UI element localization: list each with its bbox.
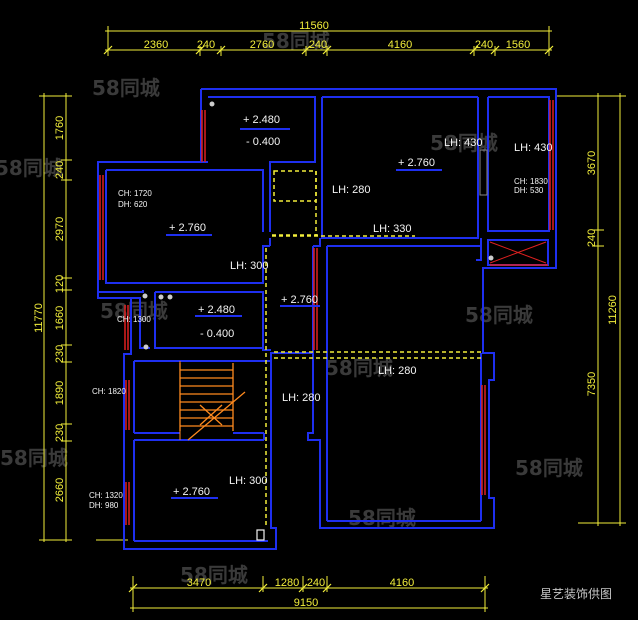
height-label: LH: 300 (229, 475, 268, 487)
dim-right-seg: 7350 (586, 372, 598, 396)
level-label: + 2.480 (198, 304, 235, 316)
dim-left-seg: 240 (54, 161, 66, 179)
dim-left-seg: 230 (54, 424, 66, 442)
watermark: 58同城 (100, 299, 168, 323)
dim-top-seg: 1560 (506, 39, 530, 51)
level-underlines (166, 128, 442, 499)
closet-door (479, 149, 488, 196)
dim-top-seg: 2760 (250, 39, 274, 51)
dim-left-seg: 1890 (54, 381, 66, 405)
dim-top-seg: 4160 (388, 39, 412, 51)
walls (97, 88, 557, 550)
height-label: LH: 330 (373, 223, 412, 235)
dim-bottom-seg: 240 (307, 577, 325, 589)
level-label: + 2.760 (398, 157, 435, 169)
height-label: LH: 280 (378, 365, 417, 377)
dim-left-total: 11770 (33, 303, 45, 333)
watermark: 58同城 (262, 29, 330, 53)
dim-left-seg: 1760 (54, 116, 66, 140)
watermark: 58同城 (92, 76, 160, 100)
beam-lines (265, 170, 482, 528)
dim-right-seg: 240 (586, 229, 598, 247)
dim-right-total: 11260 (607, 295, 619, 325)
level-label: - 0.400 (246, 136, 280, 148)
dim-top-seg: 240 (475, 39, 493, 51)
window-sill-label: CH: 1830 (514, 177, 548, 186)
window-sill-label: CH: 1820 (92, 387, 126, 396)
level-label: + 2.480 (243, 114, 280, 126)
dim-bottom-seg: 4160 (390, 577, 414, 589)
closet-cross (489, 241, 547, 264)
window-sill-label: DH: 980 (89, 501, 119, 510)
dim-left-seg: 230 (54, 345, 66, 363)
fixture-markers (142, 101, 494, 350)
window-sill-label: DH: 530 (514, 186, 544, 195)
watermark-layer: 58同城 58同城 58同城 58同城 58同城 58同城 58同城 58同城 … (0, 29, 583, 587)
window-sill-label: CH: 1720 (118, 189, 152, 198)
dim-top-seg: 2360 (144, 39, 168, 51)
dim-top-seg: 240 (197, 39, 215, 51)
height-label: LH: 280 (282, 392, 321, 404)
height-label: LH: 300 (230, 260, 269, 272)
level-label: - 0.400 (200, 328, 234, 340)
level-label: + 2.760 (173, 486, 210, 498)
watermark: 58同城 (0, 156, 63, 180)
dimension-lines (39, 26, 626, 612)
watermark: 58同城 (465, 303, 533, 327)
dim-left-seg: 1660 (54, 306, 66, 330)
dim-bottom-seg: 3470 (187, 577, 211, 589)
watermark: 58同城 (325, 356, 393, 380)
dim-bottom-seg: 1280 (275, 577, 299, 589)
level-label: + 2.760 (169, 222, 206, 234)
dim-left-seg: 120 (54, 275, 66, 293)
window-sill-label: DH: 620 (118, 200, 148, 209)
level-label: + 2.760 (281, 294, 318, 306)
door-marker (256, 529, 265, 541)
dim-top-seg: 240 (309, 39, 327, 51)
height-label: LH: 280 (332, 184, 371, 196)
watermark: 58同城 (180, 563, 248, 587)
dim-top-total: 11560 (299, 20, 329, 32)
height-label: LH: 430 (444, 137, 483, 149)
image-credit: 星艺装饰供图 (539, 587, 612, 601)
dim-bottom-total: 9150 (294, 597, 318, 609)
watermark: 58同城 (0, 446, 68, 470)
watermark: 58同城 (515, 456, 583, 480)
height-label: LH: 430 (514, 142, 553, 154)
window-sill-label: CH: 1320 (89, 491, 123, 500)
dimension-ticks (103, 45, 554, 593)
dim-left-seg: 2660 (54, 478, 66, 502)
window-sill-label: CH: 1300 (117, 315, 151, 324)
windows (99, 100, 554, 525)
dim-right-seg: 3670 (586, 151, 598, 175)
watermark: 58同城 (348, 506, 416, 530)
staircase (179, 363, 246, 441)
dim-left-seg: 2970 (54, 217, 66, 241)
